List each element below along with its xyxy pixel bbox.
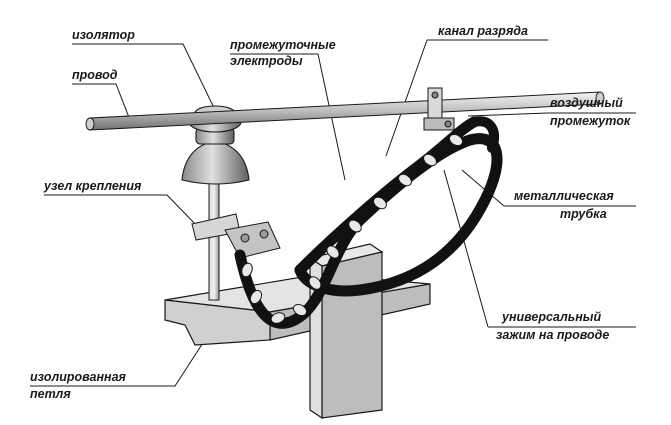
label-mounting-node: узел крепления xyxy=(44,179,142,193)
label-wire: провод xyxy=(72,68,118,82)
wire xyxy=(85,91,605,131)
label-universal-clamp-1: универсальный xyxy=(502,310,602,324)
label-intermediate-electrodes-1: промежуточные xyxy=(230,38,336,52)
label-air-gap-1: воздушный xyxy=(550,96,623,110)
label-insulated-loop-2: петля xyxy=(30,387,71,401)
label-air-gap-2: промежуток xyxy=(550,114,631,128)
intermediate-electrodes xyxy=(241,133,464,324)
label-discharge-channel: канал разряда xyxy=(438,24,528,38)
metal-tube xyxy=(294,116,480,276)
pole xyxy=(308,243,384,420)
label-insulator: изолятор xyxy=(72,28,135,42)
label-insulated-loop-1: изолированная xyxy=(30,370,126,384)
universal-clamp xyxy=(423,87,455,131)
label-metal-tube-2: трубка xyxy=(560,207,607,221)
mounting-node xyxy=(191,213,281,259)
insulated-loop xyxy=(234,133,503,329)
insulator-pin xyxy=(208,179,220,301)
label-universal-clamp-2: зажим на проводе xyxy=(496,328,610,342)
label-intermediate-electrodes-2: электроды xyxy=(230,54,303,68)
label-metal-tube-1: металлическая xyxy=(514,189,614,203)
